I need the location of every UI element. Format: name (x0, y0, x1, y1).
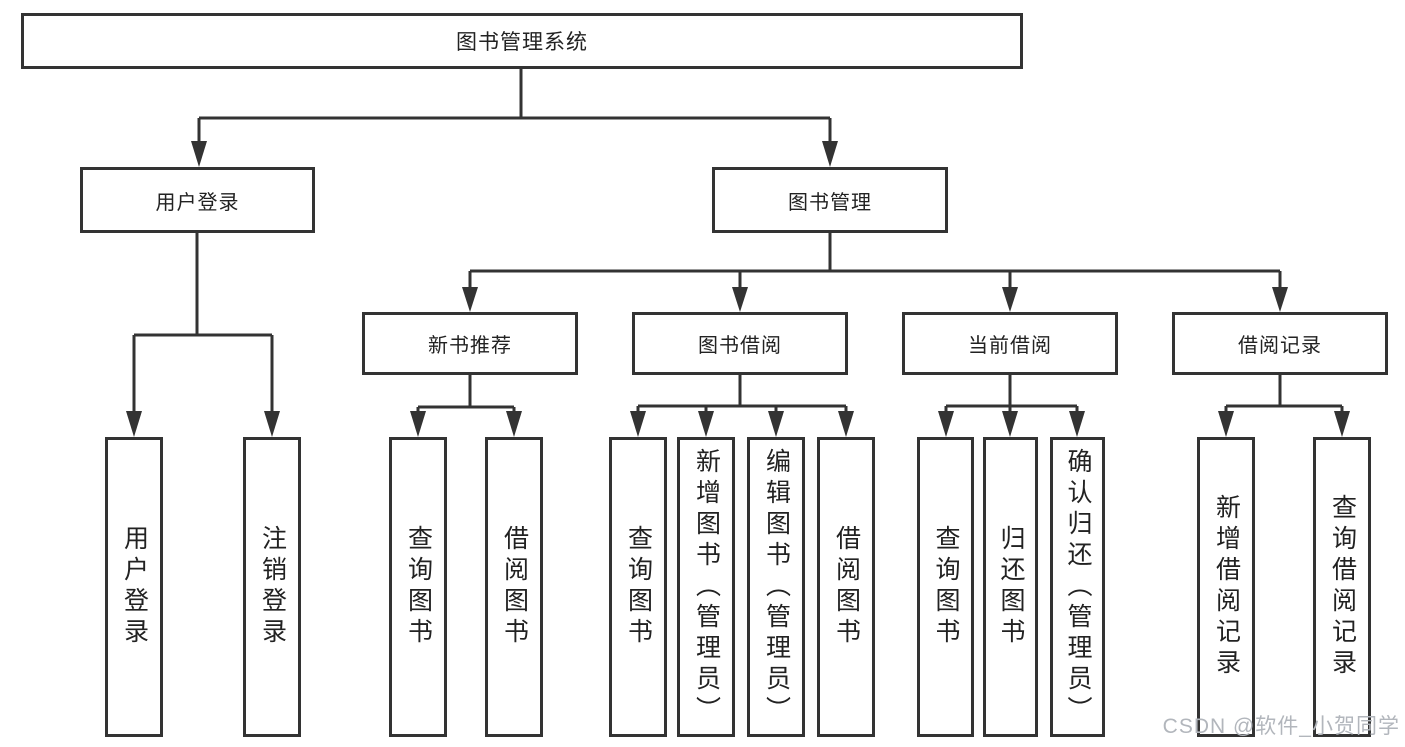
leaf-label: 归还图书 (997, 525, 1025, 649)
node-current-borrow: 当前借阅 (902, 312, 1118, 375)
leaf-bb-add-book-admin: 新增图书（管理员） (677, 437, 735, 737)
node-borrow-record: 借阅记录 (1172, 312, 1388, 375)
connector-root-to-level2 (191, 69, 838, 167)
arrowhead (264, 411, 280, 437)
leaf-label: 新增借阅记录 (1212, 494, 1241, 680)
arrowhead (732, 287, 748, 312)
node-book-management: 图书管理 (712, 167, 948, 233)
leaf-label: 查询图书 (932, 525, 960, 649)
leaf-bb-borrow-book: 借阅图书 (817, 437, 875, 737)
arrowhead (838, 411, 854, 437)
leaf-rec-query-book: 查询图书 (389, 437, 447, 737)
node-root-system: 图书管理系统 (21, 13, 1023, 69)
leaf-label: 确认归还（管理员） (1064, 447, 1092, 727)
connector-current-borrow-children (938, 375, 1085, 437)
leaf-bb-edit-book-admin: 编辑图书（管理员） (747, 437, 805, 737)
leaf-user-login: 用户登录 (105, 437, 163, 737)
leaf-label: 用户登录 (120, 525, 149, 649)
leaf-br-add-record: 新增借阅记录 (1197, 437, 1255, 737)
leaf-cb-confirm-return-admin: 确认归还（管理员） (1050, 437, 1105, 737)
leaf-label: 查询图书 (404, 525, 433, 649)
leaf-label: 借阅图书 (500, 525, 529, 649)
leaf-cb-return-book: 归还图书 (983, 437, 1038, 737)
arrowhead (462, 287, 478, 312)
arrowhead (1334, 411, 1350, 437)
connector-user-login-children (126, 232, 280, 437)
leaf-label: 查询图书 (624, 525, 653, 649)
arrowhead (768, 411, 784, 437)
arrowhead (1069, 411, 1085, 437)
leaf-logout: 注销登录 (243, 437, 301, 737)
leaf-label: 查询借阅记录 (1328, 494, 1357, 680)
csdn-watermark: CSDN @软件_小贺同学 (1162, 715, 1400, 738)
arrowhead (698, 411, 714, 437)
leaf-bb-query-book: 查询图书 (609, 437, 667, 737)
node-user-login: 用户登录 (80, 167, 315, 233)
arrowhead (822, 141, 838, 167)
leaf-cb-query-book: 查询图书 (917, 437, 974, 737)
arrowhead (1272, 287, 1288, 312)
leaf-label: 借阅图书 (832, 525, 861, 649)
connector-book-borrow-children (630, 375, 854, 437)
arrowhead (1218, 411, 1234, 437)
arrowhead (630, 411, 646, 437)
arrowhead (191, 141, 207, 167)
connector-book-mgmt-children (462, 233, 1288, 312)
connector-borrow-record-children (1218, 375, 1350, 437)
node-new-book-recommend: 新书推荐 (362, 312, 578, 375)
leaf-label: 编辑图书（管理员） (762, 447, 791, 727)
arrowhead (506, 411, 522, 437)
arrowhead (126, 411, 142, 437)
leaf-rec-borrow-book: 借阅图书 (485, 437, 543, 737)
arrowhead (938, 411, 954, 437)
node-book-borrow: 图书借阅 (632, 312, 848, 375)
leaf-label: 新增图书（管理员） (692, 447, 721, 727)
connector-new-book-rec-children (410, 375, 522, 437)
leaf-br-query-record: 查询借阅记录 (1313, 437, 1371, 737)
leaf-label: 注销登录 (258, 525, 287, 649)
arrowhead (1002, 287, 1018, 312)
arrowhead (410, 411, 426, 437)
arrowhead (1002, 411, 1018, 437)
